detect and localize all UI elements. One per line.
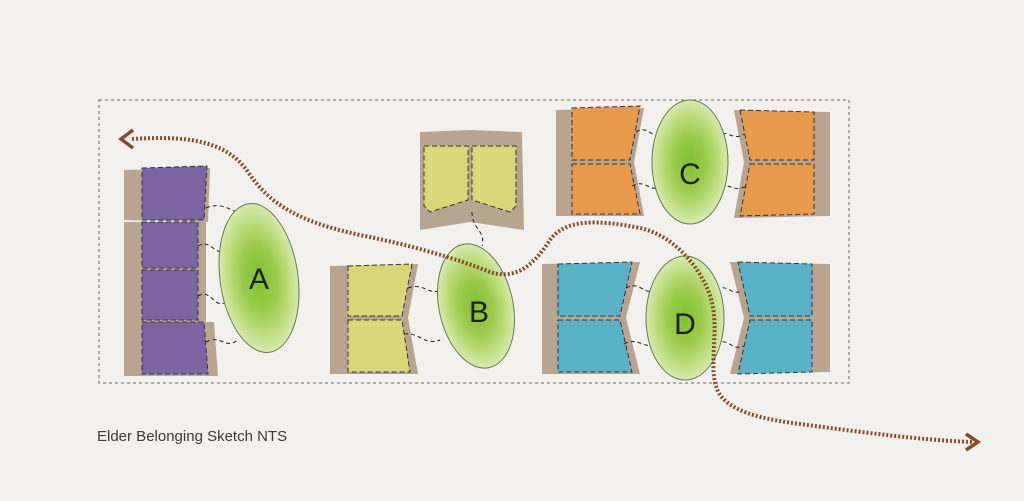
room-yellow (347, 319, 411, 373)
room-orange (571, 163, 641, 215)
room-group-orange (556, 105, 830, 218)
room-blue (737, 261, 813, 317)
green-space-ellipse (437, 243, 515, 369)
room-group-yellow-left (330, 263, 418, 374)
room-orange (571, 105, 641, 161)
site-boundary (98, 99, 850, 384)
room-orange (739, 109, 815, 161)
green-space-ellipse (651, 99, 729, 225)
diagram-caption: Elder Belonging Sketch NTS (97, 428, 288, 445)
room-purple (141, 321, 209, 375)
room-orange (739, 163, 815, 217)
zone-label-a: A (249, 263, 269, 296)
room-yellow (423, 145, 469, 213)
room-group-purple (124, 165, 218, 376)
zone-label-c: C (679, 158, 701, 191)
room-yellow (471, 145, 517, 213)
circulation-path (131, 136, 973, 444)
zone-label-d: D (674, 308, 696, 341)
room-group-yellow-top (420, 130, 524, 230)
arrow-left-icon (118, 128, 135, 150)
room-blue (557, 261, 633, 317)
room-purple (141, 165, 208, 221)
room-purple (141, 221, 199, 269)
green-space-d: D (645, 255, 725, 381)
room-blue (737, 319, 813, 375)
arrow-right-icon (965, 432, 982, 452)
room-yellow (347, 263, 413, 317)
green-space-a: A (218, 203, 300, 353)
room-group-blue (542, 261, 830, 375)
room-purple (141, 269, 199, 321)
green-space-ellipse (218, 203, 300, 353)
zone-label-b: B (469, 296, 489, 329)
room-blue (557, 319, 633, 373)
green-space-b: B (437, 243, 515, 369)
green-space-c: C (651, 99, 729, 225)
